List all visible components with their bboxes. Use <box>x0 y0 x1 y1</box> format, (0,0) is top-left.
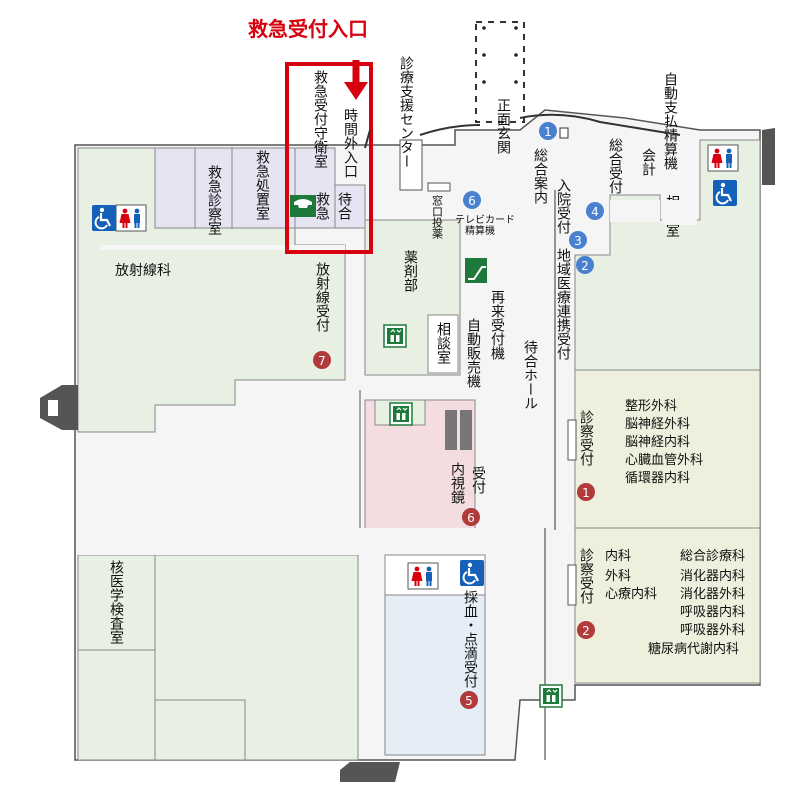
marker-blue-6: 6 <box>463 191 481 209</box>
emergency-label: 救急 <box>314 192 330 220</box>
svg-text:糖尿病代謝内科: 糖尿病代謝内科 <box>648 641 739 657</box>
svg-text:4: 4 <box>591 205 599 219</box>
tvcard-label-1: テレビカード <box>455 214 515 226</box>
svg-text:1: 1 <box>582 486 590 500</box>
endoscopy-label-2: 受付 <box>470 466 486 495</box>
svg-text:消化器内科: 消化器内科 <box>680 568 745 584</box>
admission-label: 入院受付 <box>555 178 571 235</box>
marker-red-2: 2 <box>577 621 595 639</box>
svg-text:整形外科: 整形外科 <box>625 399 677 414</box>
radiology-reception-label: 放射線受付 <box>314 262 330 333</box>
svg-text:心療内科: 心療内科 <box>605 586 657 602</box>
clinic-reception-1-label: 診察受付 <box>578 410 594 467</box>
tvcard-label-2: 精算機 <box>465 224 495 237</box>
restroom-icon <box>707 144 739 172</box>
emergency-entrance-box <box>285 62 373 254</box>
emergency-treatment-label: 救急処置室 <box>254 150 270 220</box>
revisit-label: 再来受付機 <box>489 290 505 361</box>
general-info-label: 総合案内 <box>532 148 548 205</box>
marker-blue-4: 4 <box>586 202 604 220</box>
nuclear-label: 核医学検査室 <box>108 560 124 644</box>
svg-text:6: 6 <box>468 194 476 208</box>
emergency-entrance-title: 救急受付入口 <box>248 17 368 41</box>
wheelchair-icon <box>711 178 739 208</box>
svg-text:心臓血管外科: 心臓血管外科 <box>625 453 703 468</box>
svg-text:消化器外科: 消化器外科 <box>680 587 745 602</box>
svg-text:脳神経外科: 脳神経外科 <box>625 417 690 432</box>
svg-text:脳神経内科: 脳神経内科 <box>625 434 690 450</box>
svg-text:7: 7 <box>318 354 326 368</box>
svg-text:外科: 外科 <box>605 569 631 584</box>
wheelchair-icon <box>90 203 118 233</box>
main-entrance-label: 正面玄関 <box>495 98 511 155</box>
svg-text:総合診療科: 総合診療科 <box>680 548 745 564</box>
svg-text:循環器内科: 循環器内科 <box>625 470 690 486</box>
emergency-exam-label: 救急診察室 <box>206 165 222 235</box>
payment-label: 自動支払精算機 <box>662 72 678 171</box>
elevator-icon <box>539 684 563 708</box>
svg-text:3: 3 <box>574 234 582 248</box>
radiology-label: 放射線科 <box>115 263 171 279</box>
svg-text:内科: 内科 <box>605 548 631 564</box>
svg-text:2: 2 <box>581 259 589 273</box>
marker-blue-1: 1 <box>539 122 557 140</box>
svg-text:1: 1 <box>544 125 552 139</box>
pharmacy-label: 薬剤部 <box>402 250 418 292</box>
after-hours-label: 時間外入口 <box>342 108 358 178</box>
svg-text:呼吸器外科: 呼吸器外科 <box>680 623 745 638</box>
accounting-label: 会計 <box>640 148 656 176</box>
medicine-window-label: 窓口投薬 <box>431 194 444 239</box>
restroom-icon <box>115 204 147 232</box>
elevator-icon <box>383 324 407 348</box>
svg-text:呼吸器内科: 呼吸器内科 <box>680 604 745 620</box>
regional-label: 地域医療連携受付 <box>555 248 571 361</box>
waiting-label: 待合 <box>336 192 352 220</box>
blood-label: 採血・点滴受付 <box>462 590 478 689</box>
elevator-icon <box>389 402 413 426</box>
general-reception-label: 総合受付 <box>607 138 623 195</box>
marker-blue-3: 3 <box>569 231 587 249</box>
marker-red-6: 6 <box>462 508 480 526</box>
vending-label: 自動販売機 <box>465 318 481 389</box>
wheelchair-icon <box>458 558 486 588</box>
svg-text:2: 2 <box>582 624 590 638</box>
svg-text:5: 5 <box>465 694 473 708</box>
dept-block-2: 内科 総合診療科 外科 消化器内科 心療内科 消化器外科 呼吸器内科 呼吸器外科 糖尿… <box>605 548 745 657</box>
dept-block-1: 整形外科 脳神経外科 脳神経内科 心臓血管外科 循環器内科 <box>625 399 703 486</box>
entrance-arrow-icon <box>344 82 368 100</box>
marker-blue-2: 2 <box>576 256 594 274</box>
svg-text:6: 6 <box>467 511 475 525</box>
waiting-hall-label: 待合ホール <box>522 340 538 410</box>
clinic-reception-2-label: 診察受付 <box>578 548 594 605</box>
escalator-icon <box>465 258 487 283</box>
endoscopy-label-1: 内視鏡 <box>449 462 465 504</box>
support-center-label: 診療支援センター <box>398 56 414 168</box>
guard-room-label: 救急受付守衛室 <box>312 70 328 168</box>
restroom-icon <box>407 562 439 590</box>
marker-red-5: 5 <box>460 691 478 709</box>
marker-red-1: 1 <box>577 483 595 501</box>
marker-red-7: 7 <box>313 351 331 369</box>
consultation-mid-label: 相談室 <box>435 322 451 364</box>
